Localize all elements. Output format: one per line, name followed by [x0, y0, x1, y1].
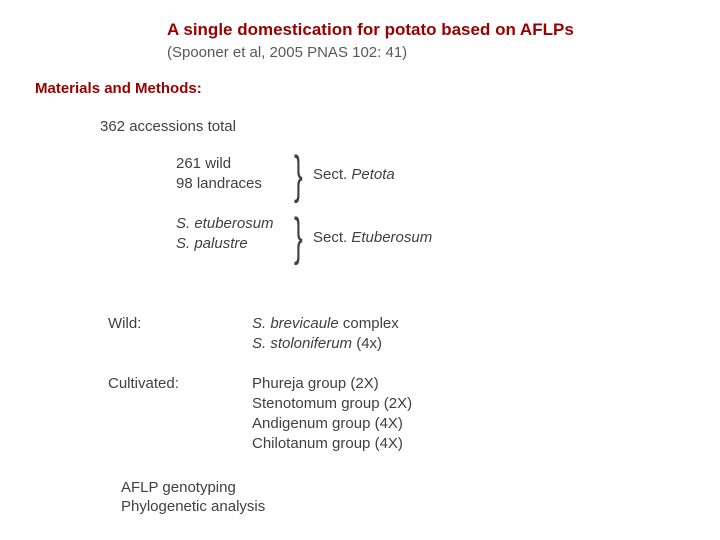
- cultivated-item: Chilotanum group (4X): [252, 435, 403, 452]
- methods-line: Phylogenetic analysis: [121, 498, 266, 515]
- methods-line: AFLP genotyping: [121, 479, 236, 496]
- cultivated-item: Stenotomum group (2X): [252, 395, 413, 412]
- methods-list: AFLP genotyping Phylogenetic analysis: [121, 478, 265, 516]
- taxon-name: S. brevicaule: [252, 315, 339, 332]
- group-petota-line2: 98 landraces: [176, 175, 262, 192]
- group-etuberosum-line1: S. etuberosum: [176, 215, 274, 232]
- citation: (Spooner et al, 2005 PNAS 102: 41): [167, 44, 408, 61]
- group-etuberosum-lines: S. etuberosum S. palustre: [176, 214, 274, 254]
- wild-item: S. stoloniferum (4x): [252, 334, 399, 354]
- group-petota-line1: 261 wild: [176, 155, 232, 172]
- group-etuberosum-label: Sect. Etuberosum: [313, 228, 432, 248]
- sect-prefix: Sect.: [313, 166, 352, 183]
- sect-prefix: Sect.: [313, 229, 352, 246]
- accessions-total: 362 accessions total: [100, 118, 236, 135]
- cultivated-item: Phureja group (2X): [252, 375, 379, 392]
- taxon-suffix: (4x): [352, 335, 383, 352]
- slide-title: A single domestication for potato based …: [167, 20, 574, 39]
- group-petota-lines: 261 wild 98 landraces: [176, 154, 262, 194]
- taxon-suffix: complex: [338, 315, 399, 332]
- cultivated-label: Cultivated:: [108, 375, 179, 392]
- cultivated-item: Andigenum group (4X): [252, 415, 403, 432]
- group-etuberosum-line2: S. palustre: [176, 235, 248, 252]
- group-petota-label: Sect. Petota: [313, 165, 395, 185]
- wild-item: S. brevicaule complex: [252, 314, 399, 334]
- taxon-name: S. stoloniferum: [252, 335, 353, 352]
- brace-icon: }: [294, 208, 303, 266]
- brace-icon: }: [294, 146, 303, 204]
- wild-items: S. brevicaule complex S. stoloniferum (4…: [252, 314, 399, 354]
- sect-taxon: Petota: [351, 166, 395, 183]
- wild-label: Wild:: [108, 315, 142, 332]
- sect-taxon: Etuberosum: [351, 229, 433, 246]
- section-heading: Materials and Methods:: [35, 80, 202, 97]
- cultivated-items: Phureja group (2X) Stenotomum group (2X)…: [252, 374, 412, 454]
